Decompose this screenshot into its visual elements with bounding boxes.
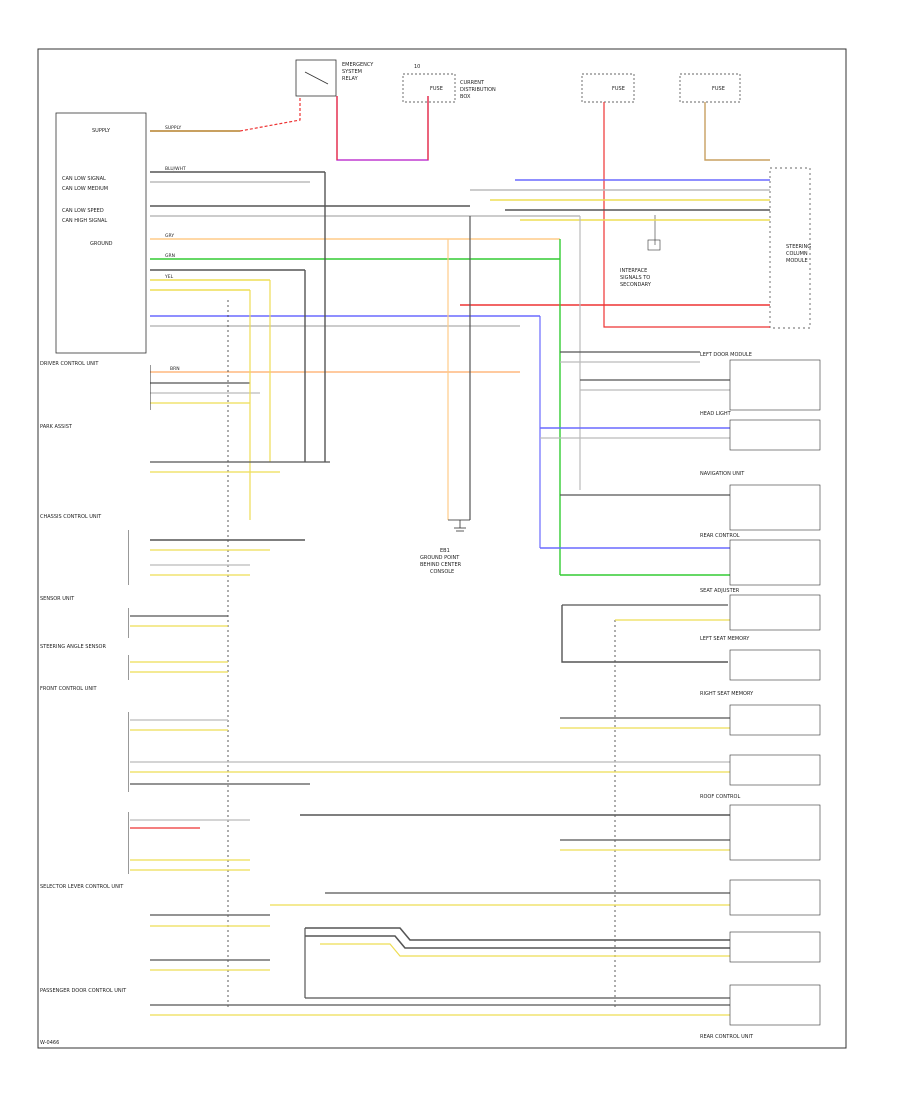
left-label-0: CAN LOW SIGNAL: [62, 176, 106, 182]
left-unit-labels: CAN LOW SIGNAL CAN LOW MEDIUM CAN LOW SP…: [40, 176, 127, 994]
ground-label: GROUND: [90, 241, 113, 247]
svg-text:CONSOLE: CONSOLE: [430, 569, 454, 575]
left-module-boxes: [128, 365, 151, 874]
steering-label-2: COLUMN: [786, 251, 808, 257]
supply-label: SUPPLY: [92, 128, 111, 134]
left-label-5: PARK ASSIST: [40, 424, 73, 430]
right-label-4: SEAT ADJUSTER: [700, 588, 740, 594]
svg-text:BRN: BRN: [170, 366, 180, 372]
right-label-3: REAR CONTROL: [700, 533, 740, 539]
top-wiring: [150, 96, 770, 328]
dist-label-2: DISTRIBUTION: [460, 87, 496, 93]
fuse-left: 10 FUSE CURRENT DISTRIBUTION BOX: [402, 64, 496, 103]
left-label-11: PASSENGER DOOR CONTROL UNIT: [40, 988, 127, 994]
left-label-3: CAN HIGH SIGNAL: [62, 218, 107, 224]
left-bus-wiring: [150, 171, 580, 404]
left-label-4: DRIVER CONTROL UNIT: [40, 361, 99, 367]
right-module-boxes: [729, 359, 821, 1026]
relay-label-3: RELAY: [342, 76, 359, 82]
lower-bus-wiring: [130, 461, 730, 1016]
diagram-frame: [37, 48, 847, 1049]
right-label-0: LEFT DOOR MODULE: [700, 352, 752, 358]
fuse-mid-label: FUSE: [612, 86, 625, 92]
svg-text:GRN: GRN: [165, 253, 175, 259]
left-label-10: SELECTOR LEVER CONTROL UNIT: [40, 884, 124, 890]
left-label-9: FRONT CONTROL UNIT: [40, 686, 98, 692]
steering-label-3: MODULE: [786, 258, 808, 264]
right-label-7: ROOF CONTROL: [700, 794, 740, 800]
fuse-right: FUSE: [679, 73, 741, 103]
left-label-1: CAN LOW MEDIUM: [62, 186, 108, 192]
svg-text:SUPPLY: SUPPLY: [165, 125, 181, 131]
svg-text:BLU/WHT: BLU/WHT: [165, 166, 186, 172]
fuse-right-label: FUSE: [712, 86, 725, 92]
emergency-relay: EMERGENCY SYSTEM RELAY: [295, 59, 374, 97]
fuse-left-label: FUSE: [430, 86, 443, 92]
relay-label-2: SYSTEM: [342, 69, 362, 75]
svg-text:INTERFACE: INTERFACE: [620, 268, 647, 274]
left-control-unit: [55, 112, 147, 354]
dist-label-1: CURRENT: [460, 80, 485, 86]
wire-callouts: SUPPLY BLU/WHT GRY YEL GRN BRN: [164, 125, 186, 372]
svg-text:GROUND POINT: GROUND POINT: [420, 555, 460, 561]
right-label-8: REAR CONTROL UNIT: [700, 1034, 754, 1040]
dist-label-3: BOX: [460, 94, 471, 100]
relay-label-1: EMERGENCY: [342, 62, 374, 68]
steering-module: [769, 167, 811, 329]
vertical-trunks: [227, 172, 616, 1010]
fuse-mid: FUSE: [581, 73, 635, 103]
interface-note: INTERFACE SIGNALS TO SECONDARY: [620, 215, 661, 288]
right-branches: [540, 351, 730, 729]
svg-text:EB1: EB1: [440, 548, 450, 554]
svg-text:SECONDARY: SECONDARY: [620, 282, 652, 288]
footnote: W-0466: [40, 1040, 59, 1046]
right-unit-labels: LEFT DOOR MODULE HEAD LIGHT NAVIGATION U…: [700, 352, 754, 1040]
left-label-7: SENSOR UNIT: [40, 596, 75, 602]
right-label-5: LEFT SEAT MEMORY: [700, 636, 750, 642]
right-label-2: NAVIGATION UNIT: [700, 471, 745, 477]
svg-text:YEL: YEL: [164, 274, 174, 280]
left-label-2: CAN LOW SPEED: [62, 208, 104, 214]
svg-text:GRY: GRY: [165, 233, 174, 239]
steering-label-1: STEERING: [786, 244, 811, 250]
svg-text:BEHIND CENTER: BEHIND CENTER: [420, 562, 462, 568]
svg-text:SIGNALS TO: SIGNALS TO: [620, 275, 650, 281]
left-label-8: STEERING ANGLE SENSOR: [40, 644, 106, 650]
right-label-1: HEAD LIGHT: [700, 411, 732, 417]
fuse-left-number: 10: [414, 64, 420, 70]
left-label-6: CHASSIS CONTROL UNIT: [40, 514, 102, 520]
ground-note: EB1 GROUND POINT BEHIND CENTER CONSOLE: [420, 519, 470, 575]
right-label-6: RIGHT SEAT MEMORY: [700, 691, 754, 697]
